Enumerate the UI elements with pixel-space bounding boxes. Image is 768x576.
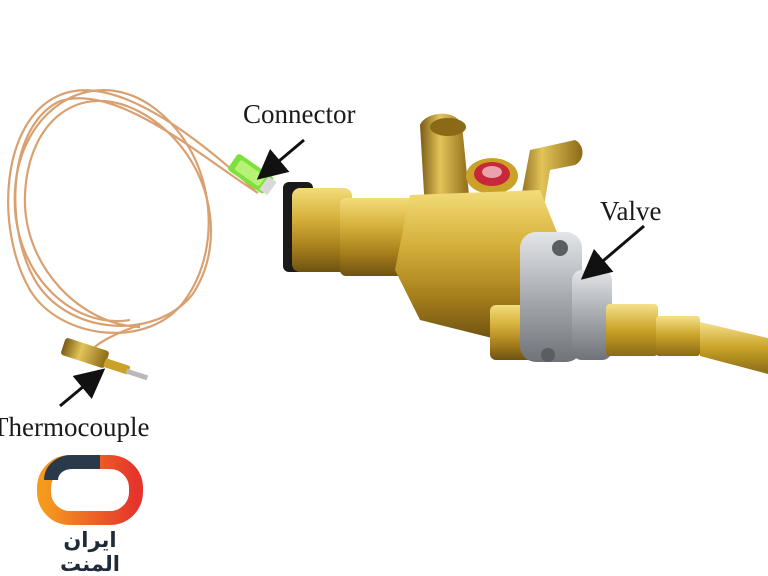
valve-arrow bbox=[580, 224, 645, 280]
connector-label: Connector bbox=[243, 99, 356, 129]
thermocouple-label: Thermocouple bbox=[0, 412, 150, 442]
thermocouple-wire bbox=[7, 89, 259, 353]
thermocouple-probe bbox=[61, 338, 149, 381]
rounded-ring-logo-icon bbox=[37, 455, 143, 525]
connector-arrow bbox=[256, 138, 305, 180]
brand-name: ایران المنت bbox=[60, 528, 120, 576]
thermocouple-arrow bbox=[59, 368, 106, 408]
valve-label: Valve bbox=[600, 196, 662, 226]
gas-valve bbox=[283, 113, 768, 374]
